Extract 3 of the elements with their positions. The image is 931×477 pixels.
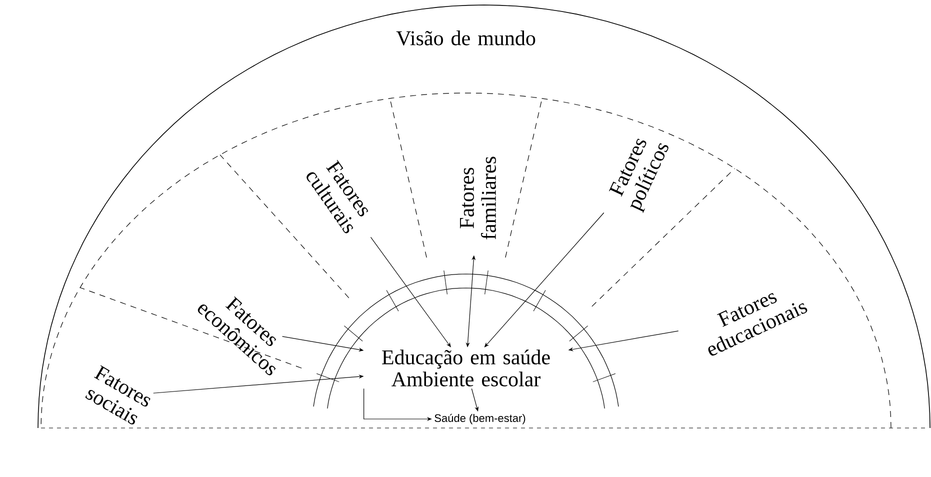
outcome-label: Saúde (bem-estar) <box>434 414 526 424</box>
center-label: Educação em saúde Ambiente escolar <box>382 350 550 386</box>
factor-label: Fatores familiares <box>460 156 496 240</box>
